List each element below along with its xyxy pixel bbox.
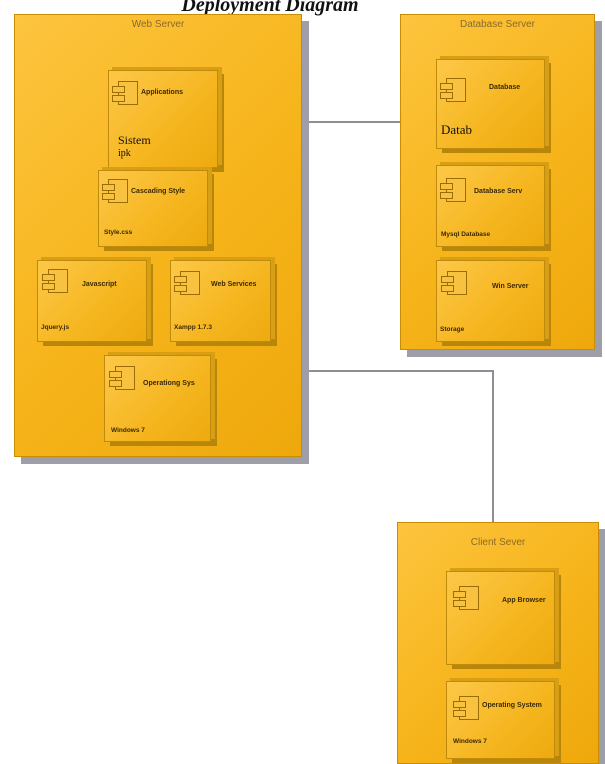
web-server-title: Web Server xyxy=(131,19,185,30)
component-name: Cascading Style xyxy=(131,188,186,195)
component-cascading-style: Cascading Style Style.css xyxy=(98,170,208,247)
component-icon xyxy=(453,586,479,610)
component-icon xyxy=(453,696,479,720)
database-server-title: Database Server xyxy=(459,19,536,30)
component-artifact: Windows 7 xyxy=(453,738,487,745)
component-artifact: Style.css xyxy=(104,229,133,236)
component-javascript: Javascript Jquery.js xyxy=(37,260,147,342)
component-name: Operating System xyxy=(482,702,542,709)
database-server-node: Database Server Database Database Serv M… xyxy=(400,14,595,350)
page-title: Deployment Diagram xyxy=(181,0,359,16)
component-artifact: Mysql Database xyxy=(441,231,491,238)
component-database-serv: Database Serv Mysql Database xyxy=(436,165,545,247)
component-icon xyxy=(102,179,128,203)
component-name: Win Server xyxy=(492,283,529,290)
component-icon xyxy=(112,81,138,105)
overlay-text-database: Datab xyxy=(441,122,473,137)
overlay-text-line2: ipk xyxy=(118,148,131,159)
web-server-node: Web Server Applications Cascading Style … xyxy=(14,14,302,457)
client-server-node: Client Sever App Browser Operating Syste… xyxy=(397,522,599,764)
connector-web-client-vertical xyxy=(492,370,494,522)
component-icon xyxy=(440,178,466,202)
component-name: Database Serv xyxy=(474,188,523,195)
component-operating-system: Operationg Sys Windows 7 xyxy=(104,355,211,442)
component-icon xyxy=(440,78,466,102)
connector-web-client-horizontal xyxy=(300,370,494,372)
component-web-services: Web Services Xampp 1.7.3 xyxy=(170,260,271,342)
component-icon xyxy=(109,366,135,390)
connector-web-database xyxy=(300,121,400,123)
component-applications: Applications xyxy=(108,70,218,168)
component-name: Database xyxy=(489,84,521,91)
component-artifact: Storage xyxy=(440,326,465,333)
component-name: Web Services xyxy=(211,281,257,288)
component-artifact: Windows 7 xyxy=(111,427,145,434)
component-icon xyxy=(441,271,467,295)
component-artifact: Jquery.js xyxy=(41,324,70,331)
component-database: Database xyxy=(436,59,545,149)
component-name: Operationg Sys xyxy=(143,380,195,387)
component-app-browser: App Browser xyxy=(446,571,555,665)
overlay-text-line1: Sistem xyxy=(118,133,151,147)
component-operating-system-client: Operating System Windows 7 xyxy=(446,681,555,759)
component-name: Applications xyxy=(141,89,184,96)
client-server-title: Client Sever xyxy=(470,537,526,548)
component-icon xyxy=(174,271,200,295)
component-name: Javascript xyxy=(82,281,117,288)
component-win-server: Win Server Storage xyxy=(436,260,545,342)
component-name: App Browser xyxy=(502,597,546,604)
component-icon xyxy=(42,269,68,293)
component-artifact: Xampp 1.7.3 xyxy=(174,324,212,331)
